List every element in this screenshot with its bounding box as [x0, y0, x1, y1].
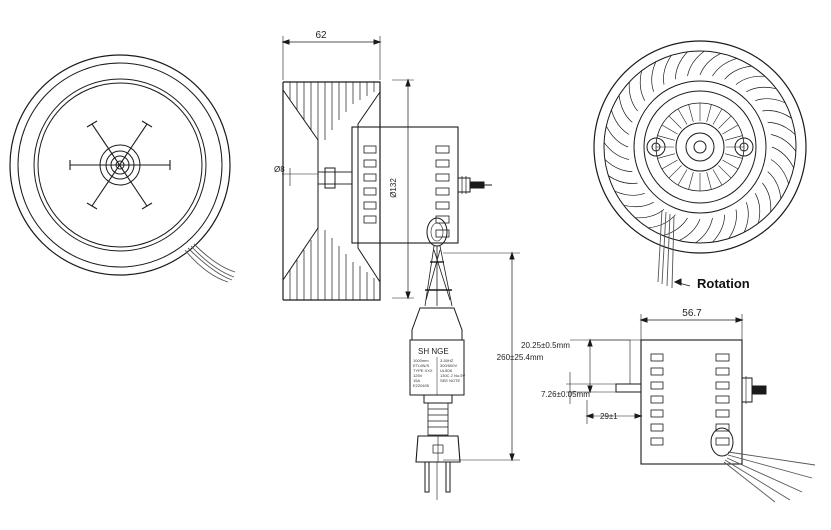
impeller-blade [712, 58, 737, 77]
motor-rib [722, 124, 739, 135]
impeller-blade [724, 65, 752, 80]
impeller-blade [639, 70, 646, 101]
plug-right-text: 3-50HZ 300/500V UL508 130C 2 No.5V SEE N… [440, 358, 465, 383]
offset-29-label: 29±1 [600, 412, 618, 421]
impeller-blade [746, 86, 777, 93]
plug-brand: SH NGE [418, 347, 449, 356]
plug-left-line: 125V [413, 373, 423, 378]
cable-length-label: 260±25.4mm [497, 353, 544, 362]
plug-left-line: 15A [413, 378, 420, 383]
impeller-blade [699, 52, 722, 76]
impeller-blade [603, 142, 630, 160]
motor-rib [668, 165, 682, 179]
impeller-blade [695, 217, 713, 244]
impeller-blade [767, 122, 796, 135]
shaft-7-26-label: 7.26±0.05mm [541, 390, 590, 399]
plug-left-text: 1000mm ETL6N/S TYPE XXX 125V 15A E220405 [413, 358, 433, 388]
motor-rib [718, 165, 732, 179]
impeller-blade [762, 182, 772, 213]
plug-left-line: ETL6N/S [413, 363, 430, 368]
motor-rib [668, 115, 682, 129]
motor-rib [657, 135, 675, 141]
width-56-7-label: 56.7 [682, 308, 702, 319]
plug-right-line: UL508 [440, 368, 453, 373]
plug-left-line: E220405 [413, 383, 430, 388]
motor-rib [725, 135, 743, 141]
impeller-blade [663, 55, 672, 85]
impeller-blade [618, 95, 633, 123]
impeller-blade [651, 61, 657, 92]
height-20-25-label: 20.25±0.5mm [521, 341, 570, 350]
impeller-blade [770, 159, 789, 184]
plug-left-line: 1000mm [413, 358, 429, 363]
impeller-blade [604, 159, 633, 172]
impeller-blade [605, 125, 629, 148]
impeller-blade [663, 217, 688, 236]
impeller-blade [608, 175, 638, 184]
shaft-diameter-label: Ø8 [274, 165, 285, 174]
motor-rib [677, 108, 688, 125]
motor-rib [722, 159, 739, 170]
detail-view [566, 314, 816, 503]
rear-view [593, 40, 807, 289]
impeller-blade [735, 75, 766, 85]
impeller-blade [728, 209, 737, 239]
motor-rib [725, 153, 743, 159]
plug-left-line: TYPE XXX [413, 368, 433, 373]
impeller-blade [771, 146, 795, 169]
front-view [9, 54, 236, 283]
impeller-blade [754, 193, 761, 224]
motor-rib [688, 172, 694, 190]
plug-right-line: 300/500V [440, 363, 457, 368]
impeller-blade [675, 51, 688, 80]
motor-rib [677, 169, 688, 186]
impeller-blade [614, 190, 645, 196]
motor-rib [706, 172, 712, 190]
motor-rib [688, 104, 694, 122]
impeller-blade [611, 110, 630, 135]
diameter-132-label: Ø132 [389, 178, 398, 198]
impeller-blade [628, 81, 638, 112]
impeller-blade [712, 214, 725, 243]
motor-rib [718, 115, 732, 129]
rotation-label: Rotation [697, 276, 750, 291]
side-view [281, 36, 520, 500]
motor-rib [661, 159, 678, 170]
plug-right-line: SEE NOTE [440, 378, 461, 383]
plug-right-line: 130C 2 No.5V [440, 373, 465, 378]
impeller-blade [767, 171, 782, 199]
impeller-blade [770, 134, 797, 152]
impeller-blade [743, 202, 749, 233]
width-62-label: 62 [315, 30, 327, 41]
motor-rib [657, 153, 675, 159]
motor-rib [712, 169, 723, 186]
impeller-blade [762, 110, 792, 119]
impeller-blade [678, 218, 701, 242]
impeller-blade [623, 201, 654, 208]
motor-rib [661, 124, 678, 135]
impeller-blade [687, 50, 705, 77]
plug-right-line: 3-50HZ [440, 358, 454, 363]
impeller-blade [755, 98, 786, 104]
motor-rib [712, 108, 723, 125]
motor-rib [706, 104, 712, 122]
